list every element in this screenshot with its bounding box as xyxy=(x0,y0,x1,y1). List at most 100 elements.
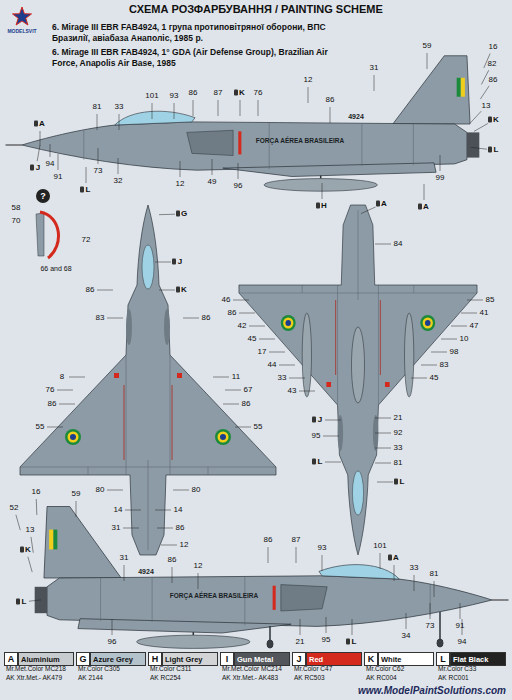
callout-number: 96 xyxy=(234,182,243,190)
paint-callout: H xyxy=(321,202,327,210)
legend-letter: L xyxy=(440,655,446,664)
leader-line xyxy=(172,567,173,583)
callout-number: 17 xyxy=(258,348,267,356)
callout-number: 101 xyxy=(145,92,158,100)
legend-text: Flat Black xyxy=(453,655,488,664)
leader-line xyxy=(98,148,99,164)
callout-number: 94 xyxy=(458,638,467,646)
leader-line xyxy=(467,300,483,301)
leader-line xyxy=(361,207,376,214)
paint-callout: A xyxy=(39,120,45,128)
leader-line xyxy=(118,158,119,174)
callout-number: 21 xyxy=(394,414,403,422)
callout-number: 10 xyxy=(460,335,469,343)
leader-line xyxy=(323,436,339,437)
leader-line xyxy=(223,404,239,405)
leader-line xyxy=(451,326,467,327)
callout-number: 59 xyxy=(72,490,81,498)
paint-callout: A xyxy=(393,554,399,562)
paint-callout: A xyxy=(423,203,429,211)
paint-can-icon xyxy=(234,90,238,96)
paint-callout: L xyxy=(352,638,357,646)
leader-line xyxy=(325,462,341,463)
callout-number: 95 xyxy=(322,636,331,644)
leader-line xyxy=(97,290,113,291)
leader-line xyxy=(157,528,173,529)
callout-number: 96 xyxy=(108,638,117,646)
paint-code: Mr.Color C305 xyxy=(78,666,120,673)
callout-number: 11 xyxy=(232,373,240,381)
leader-line xyxy=(40,131,41,146)
callout-number: 33 xyxy=(394,444,403,452)
callout-number: 86 xyxy=(86,286,95,294)
callout-number: 44 xyxy=(268,361,277,369)
paint-can-icon xyxy=(176,287,180,293)
callout-number: 80 xyxy=(192,486,201,494)
callout-number: 41 xyxy=(480,309,489,317)
leader-line xyxy=(29,600,41,601)
leader-line xyxy=(414,575,415,591)
callout-number: 13 xyxy=(26,526,35,534)
leader-line xyxy=(36,499,38,515)
callout-number: 55 xyxy=(254,423,263,431)
paint-callout: L xyxy=(400,478,405,486)
leader-line xyxy=(394,565,395,581)
leader-line xyxy=(76,501,77,517)
legend-letter: A xyxy=(8,655,15,664)
callout-number: 8 xyxy=(60,373,64,381)
callout-number: 84 xyxy=(394,240,403,248)
callout-number: 87 xyxy=(214,89,223,97)
callout-number: 16 xyxy=(489,43,498,51)
leader-line xyxy=(59,404,75,405)
paint-can-icon xyxy=(346,639,350,645)
paint-code: Mr.Color C62 xyxy=(366,666,404,673)
callout-number: 33 xyxy=(410,564,419,572)
leader-line xyxy=(198,573,199,589)
callout-number: 101 xyxy=(373,542,386,550)
leader-line xyxy=(28,557,32,572)
leader-line xyxy=(289,378,305,379)
paint-can-icon xyxy=(34,121,38,127)
leader-line xyxy=(239,313,255,314)
leader-line xyxy=(375,433,391,434)
paint-callout: J xyxy=(178,258,182,266)
leader-line xyxy=(322,555,323,571)
legend-swatch: Aluminium xyxy=(18,652,74,666)
callout-number: 49 xyxy=(208,178,217,186)
paint-callout: A xyxy=(381,200,387,208)
paint-code: AK RC503 xyxy=(294,675,325,682)
leader-line xyxy=(161,545,177,546)
callout-number: 76 xyxy=(254,89,263,97)
leader-line xyxy=(474,123,488,131)
paint-callout: L xyxy=(86,186,91,194)
paint-callout: K xyxy=(181,286,187,294)
leader-line xyxy=(330,107,331,123)
legend-swatch: Gun Metal xyxy=(234,652,290,666)
paint-code: AK Xtr.Met.- AK483 xyxy=(222,675,278,682)
paint-code: AK RC254 xyxy=(150,675,181,682)
leader-line xyxy=(107,318,123,319)
callout-number: 86 xyxy=(489,76,498,84)
leader-line xyxy=(225,390,241,391)
leader-line xyxy=(269,352,285,353)
callout-number: 21 xyxy=(296,638,305,646)
leader-line xyxy=(480,86,489,99)
leader-line xyxy=(308,87,309,103)
leader-line xyxy=(69,377,85,378)
legend-text: Gun Metal xyxy=(237,655,273,664)
watermark: www.ModelPaintSolutions.com xyxy=(358,686,506,696)
callout-number: 80 xyxy=(96,486,105,494)
leader-line xyxy=(375,418,391,419)
paint-callout: G xyxy=(181,210,187,218)
callout-number: 98 xyxy=(450,348,459,356)
callout-number: 42 xyxy=(238,322,247,330)
paint-callout: L xyxy=(22,598,27,606)
callout-number: 72 xyxy=(82,236,91,244)
callout-number: 81 xyxy=(93,103,102,111)
paint-can-icon xyxy=(488,147,492,153)
legend-swatch: Azure Grey xyxy=(90,652,146,666)
leader-line xyxy=(375,448,391,449)
legend-letter: I xyxy=(226,655,229,664)
callout-number: 67 xyxy=(244,386,253,394)
leader-line xyxy=(155,510,171,511)
